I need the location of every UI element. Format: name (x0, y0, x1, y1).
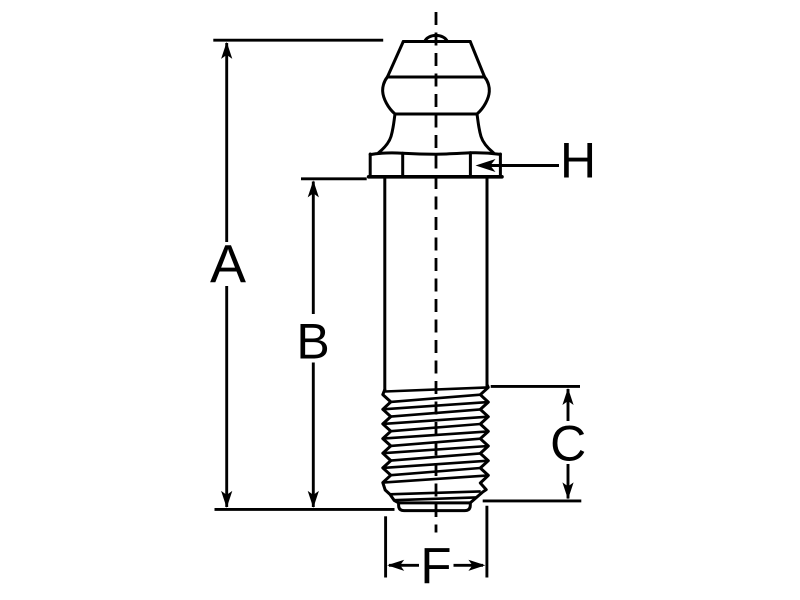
svg-text:H: H (560, 133, 596, 189)
svg-text:F: F (420, 538, 451, 595)
svg-text:C: C (550, 415, 586, 471)
svg-text:B: B (296, 314, 329, 370)
svg-text:A: A (210, 235, 246, 295)
